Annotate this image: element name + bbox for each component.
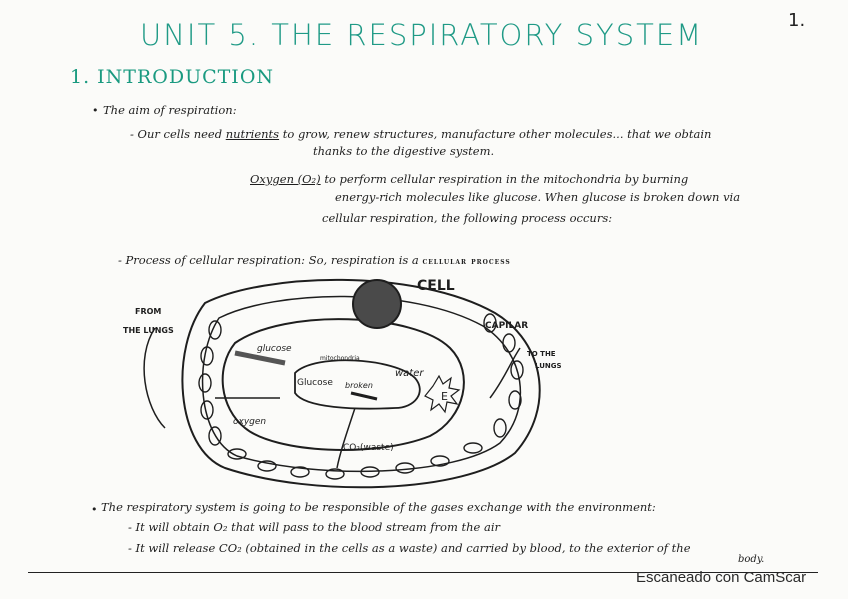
page-number: 1. [788, 10, 806, 31]
oxygen-term: Oxygen (O₂) [250, 172, 321, 186]
cellular-process-term: cellular process [422, 257, 511, 267]
glucose-mid-label: Glucose [297, 378, 333, 388]
to-lungs-label-2: LUNGS [535, 362, 562, 370]
system-line-3: - It will release CO₂ (obtained in the c… [128, 541, 691, 555]
aim-line-4: energy-rich molecules like glucose. When… [335, 190, 741, 204]
oxygen-label: oxygen [233, 417, 266, 427]
respiration-diagram: CELL FROM THE LUNGS CAPILAR TO THE LUNGS… [123, 278, 562, 489]
broken-arrow [350, 391, 378, 401]
process-line: - Process of cellular respiration: So, r… [118, 253, 511, 267]
glucose-arrow [234, 350, 286, 366]
to-lungs-label-1: TO THE [527, 350, 556, 358]
aim-heading: The aim of respiration: [103, 103, 237, 117]
from-lungs-label-1: FROM [135, 307, 161, 316]
process-so: So, respiration is a [308, 253, 419, 267]
aim-line-3-rest: to perform cellular respiration in the m… [324, 172, 689, 186]
aim-line-1-start: - Our cells need [130, 127, 223, 141]
nucleus [352, 279, 402, 329]
system-line-2: - It will obtain O₂ that will pass to th… [128, 520, 501, 534]
page-title: UNIT 5. THE RESPIRATORY SYSTEM [140, 18, 704, 52]
aim-line-1-rest: to grow, renew structures, manufacture o… [282, 127, 712, 141]
co2-arrow [336, 407, 356, 469]
capilar-label: CAPILAR [485, 321, 528, 331]
broken-label: broken [345, 381, 373, 390]
bullet: • [91, 503, 98, 516]
nutrients-term: nutrients [225, 127, 280, 141]
glucose-in-label: glucose [257, 344, 292, 354]
bullet: • [92, 104, 99, 117]
from-lungs-arrow [143, 327, 166, 429]
to-lungs-arrow [489, 347, 521, 399]
system-line-1: The respiratory system is going to be re… [101, 500, 656, 514]
aim-line-3: Oxygen (O₂) to perform cellular respirat… [250, 172, 688, 186]
process-label: - Process of cellular respiration: [118, 253, 306, 267]
aim-line-2: thanks to the digestive system. [313, 144, 495, 158]
from-lungs-label-2: THE LUNGS [123, 326, 174, 335]
section-heading: 1. INTRODUCTION [70, 66, 275, 88]
aim-line-1: - Our cells need nutrients to grow, rene… [130, 127, 711, 141]
aim-line-5: cellular respiration, the following proc… [322, 211, 613, 225]
page-bottom-edge [28, 572, 818, 573]
blood-cells [198, 313, 524, 480]
mitochondrion [294, 359, 421, 410]
mitochondria-label: mitochondria [320, 355, 360, 362]
co2-label: CO₂(waste) [343, 443, 394, 453]
cell-label: CELL [417, 278, 455, 294]
energy-label: E [441, 390, 448, 403]
system-line-4: body. [738, 554, 765, 565]
scanner-watermark: Escaneado con CamScar [636, 569, 807, 586]
cell-membrane [221, 318, 465, 451]
energy-burst [424, 374, 461, 414]
water-label: water [395, 368, 424, 379]
